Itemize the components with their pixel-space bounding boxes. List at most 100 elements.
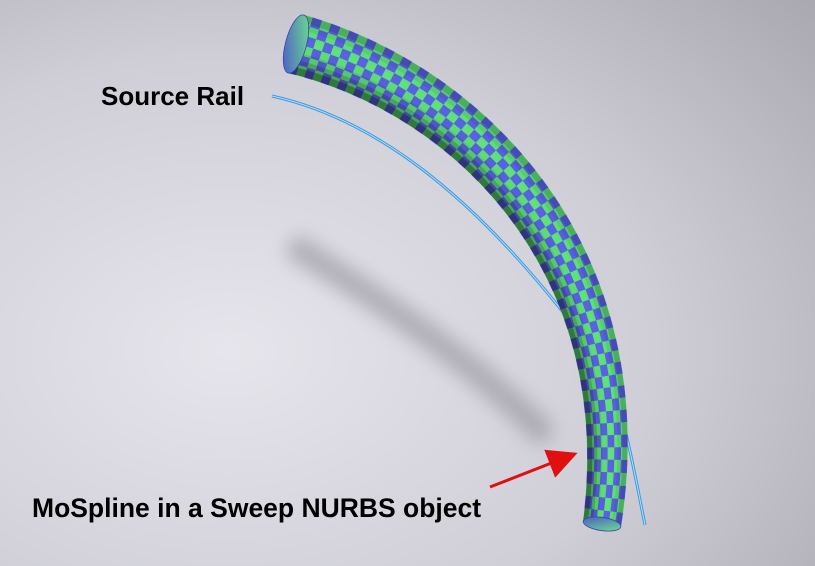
tube-shading xyxy=(524,162,536,175)
tube-shading xyxy=(617,435,623,448)
tube-shading xyxy=(484,183,496,195)
tube-shading xyxy=(595,412,602,425)
tube-shading xyxy=(388,58,401,70)
tube-shading xyxy=(399,113,412,124)
tube-shading xyxy=(488,124,501,136)
tube-shading xyxy=(502,205,514,217)
tube-shading xyxy=(544,200,556,213)
tube-shading xyxy=(590,412,597,425)
tube-shading xyxy=(607,448,612,460)
tube-shading xyxy=(566,224,577,237)
tube-shading xyxy=(592,389,600,402)
tube-shading xyxy=(445,129,457,141)
tube-shading xyxy=(441,134,453,146)
tube-shading xyxy=(618,385,626,399)
tube-shading xyxy=(529,222,541,234)
tube-shading xyxy=(367,79,379,90)
tube-shading xyxy=(601,423,607,435)
tube-shading xyxy=(365,38,377,50)
tube-shading xyxy=(572,326,582,338)
tube-shading xyxy=(621,460,628,474)
tube-shading xyxy=(611,473,617,486)
tube-shading xyxy=(384,104,396,115)
tube-shading xyxy=(464,163,477,175)
tube-shading xyxy=(392,108,404,120)
tube-shading xyxy=(490,190,502,203)
tube-shading xyxy=(320,75,332,86)
tube-shading xyxy=(507,201,519,214)
tube-shading xyxy=(617,373,624,387)
tube-shading xyxy=(612,423,618,435)
tube-shading xyxy=(571,304,581,317)
tube-shading xyxy=(466,103,479,116)
tube-shading xyxy=(535,253,546,266)
tube-shading xyxy=(591,377,598,390)
tube-shading xyxy=(597,294,607,308)
tube-shading xyxy=(296,67,307,78)
tube-shading xyxy=(487,168,499,180)
tube-shadow xyxy=(287,237,553,443)
tube-shading xyxy=(612,448,617,461)
tube-shading xyxy=(621,409,628,423)
tube-shading xyxy=(360,92,373,103)
tube-shading xyxy=(616,460,623,474)
tube-shading xyxy=(436,139,449,151)
tube-shading xyxy=(413,73,426,85)
tube-shading xyxy=(407,101,419,113)
tube-shading xyxy=(618,499,625,514)
tube-shading xyxy=(583,401,591,414)
tube-shading xyxy=(535,242,546,254)
tube-shading xyxy=(496,198,508,210)
tube-shading xyxy=(452,135,465,147)
tube-shading xyxy=(574,314,584,327)
tube-shading xyxy=(512,158,525,171)
tube-shading xyxy=(433,128,446,140)
tube-shading xyxy=(592,459,598,473)
tube-shading xyxy=(335,34,348,45)
tube-shading xyxy=(578,324,587,337)
tube-shading xyxy=(469,159,481,171)
mospline-label: MoSpline in a Sweep NURBS object xyxy=(32,493,482,523)
tube-shading xyxy=(519,166,531,179)
tube-shading xyxy=(601,472,607,485)
tube-shading xyxy=(399,96,411,108)
tube-shading xyxy=(580,379,588,392)
tube-shading xyxy=(513,209,525,221)
tube-shading xyxy=(395,102,408,114)
tube-shading xyxy=(581,334,590,347)
tube-shading xyxy=(566,236,577,249)
tube-shading xyxy=(576,336,585,349)
tube-shading xyxy=(538,191,550,204)
tube-shading xyxy=(601,412,607,424)
tube-shading xyxy=(496,131,509,144)
tube-shading xyxy=(422,128,434,140)
tube-shading xyxy=(554,277,564,290)
tube-shading xyxy=(573,348,582,360)
tube-shading xyxy=(312,72,324,83)
tube-shading xyxy=(495,186,507,199)
tube-shading xyxy=(512,197,524,210)
tube-shading xyxy=(601,305,610,319)
tube-shading xyxy=(569,316,579,328)
tube-shading xyxy=(578,346,587,359)
tube-shading xyxy=(328,78,340,89)
tube-shading xyxy=(619,486,626,500)
tube-shading xyxy=(584,345,592,358)
tube-shading xyxy=(576,358,584,370)
tube-shading xyxy=(454,102,467,114)
tube-shading xyxy=(555,266,565,278)
tube-shading xyxy=(622,434,628,448)
tube-shading xyxy=(550,256,561,269)
tube-shading xyxy=(396,63,409,75)
tube-shading xyxy=(613,386,621,399)
tube-shading xyxy=(510,146,523,159)
tube-shading xyxy=(493,175,506,187)
tube-shading xyxy=(559,275,569,288)
tube-shading xyxy=(602,435,607,447)
tube-shading xyxy=(563,284,573,297)
tube-shading xyxy=(308,24,321,35)
tube-shading xyxy=(587,389,595,402)
tube-shading xyxy=(607,327,616,341)
tube-shading xyxy=(607,351,616,364)
